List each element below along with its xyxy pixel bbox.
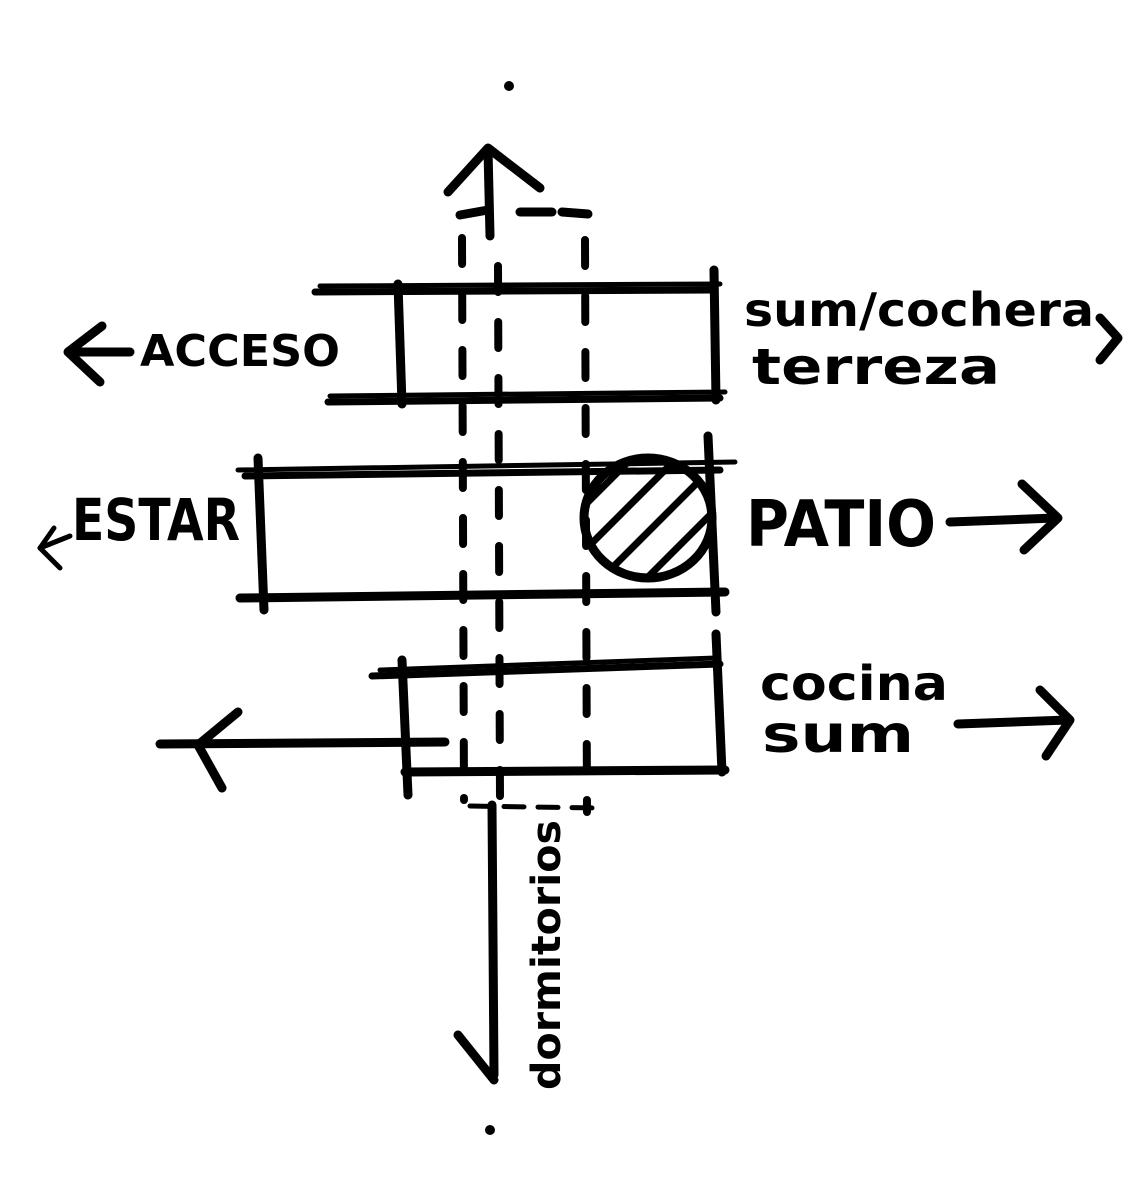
axis-top-dot xyxy=(504,81,514,91)
block-acceso xyxy=(311,265,728,409)
cocina-right-arrow xyxy=(953,685,1075,761)
terreza-label: terreza xyxy=(752,338,1000,396)
cocina-left-arrow xyxy=(155,707,450,793)
estar-arrow xyxy=(37,525,73,571)
sum-cochera-label: sum/cochera xyxy=(744,283,1094,337)
axis-bottom-stub xyxy=(453,800,599,1085)
cocina-sum-label: sum xyxy=(762,705,914,765)
dormitorios-label: dormitorios xyxy=(524,820,570,1090)
circulation-axis xyxy=(458,234,591,816)
acceso-label: ACCESO xyxy=(140,326,340,377)
patio-arrow xyxy=(945,479,1063,555)
estar-label: ESTAR xyxy=(72,486,240,554)
patio-label: PATIO xyxy=(746,488,936,562)
acceso-arrow xyxy=(63,321,135,387)
cocina-label: cocina xyxy=(760,656,948,712)
sum-cochera-arrow xyxy=(1095,313,1123,365)
axis-bottom-dot xyxy=(485,1125,495,1135)
block-cocina xyxy=(368,629,730,800)
axis-top-arrow xyxy=(443,143,593,241)
